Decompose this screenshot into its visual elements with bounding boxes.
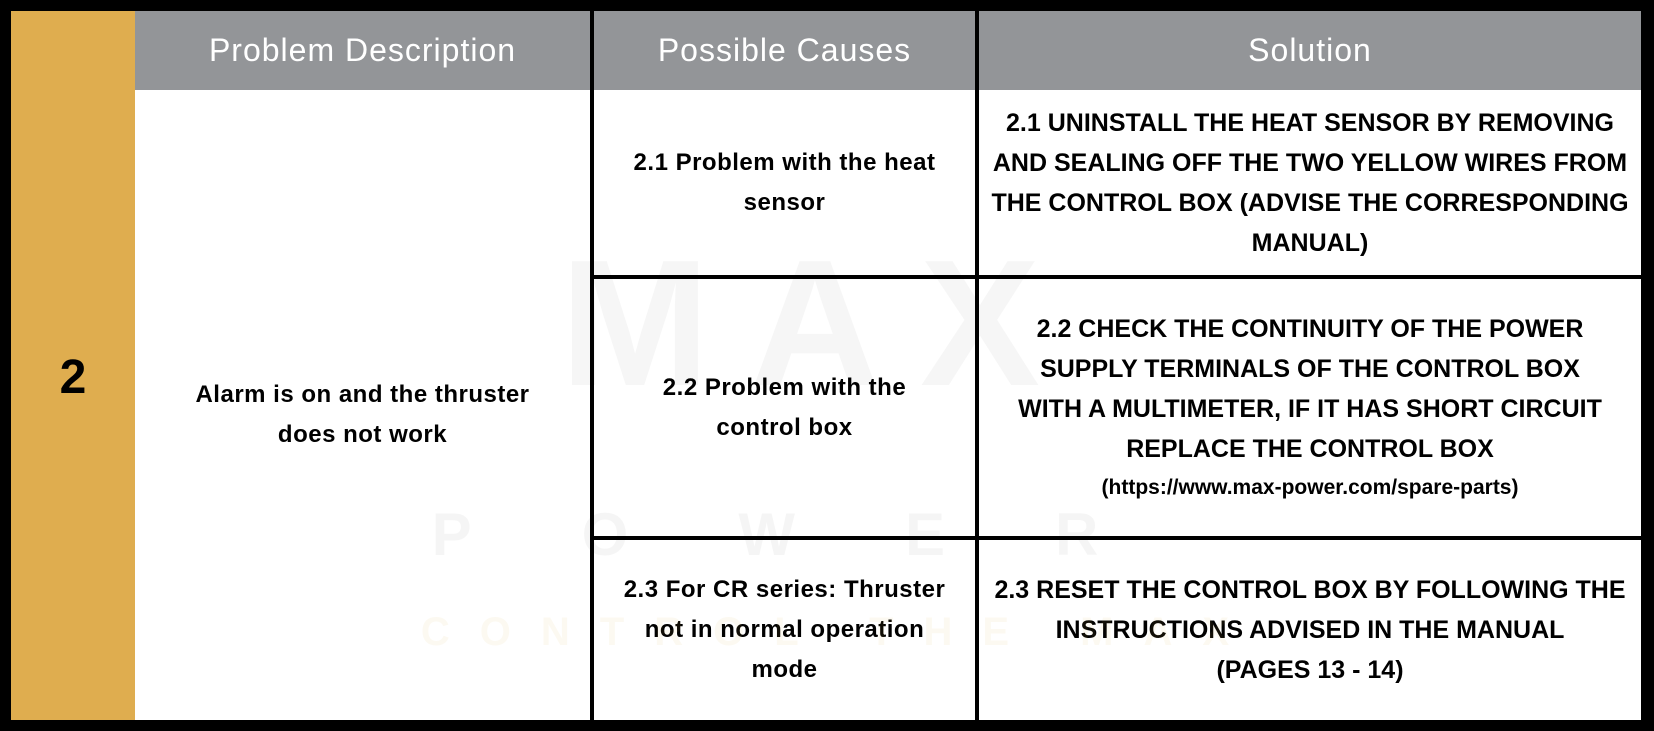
header-solution: Solution	[979, 11, 1641, 90]
header-possible-causes: Possible Causes	[594, 11, 975, 90]
solution-text: 2.3 RESET THE CONTROL BOX BY FOLLOWING T…	[994, 576, 1626, 644]
solution-cell: 2.1 UNINSTALL THE HEAT SENSOR BY REMOVIN…	[979, 90, 1641, 275]
cause-text: 2.3 For CR series: Thruster not in norma…	[623, 576, 946, 683]
solution-cell: 2.3 RESET THE CONTROL BOX BY FOLLOWING T…	[979, 540, 1641, 720]
solution-text: 2.1 UNINSTALL THE HEAT SENSOR BY REMOVIN…	[991, 108, 1629, 257]
solution-text: 2.2 CHECK THE CONTINUITY OF THE POWER SU…	[1018, 314, 1602, 463]
cause-cell: 2.2 Problem with the control box	[594, 279, 975, 536]
pages-note: (PAGES 13 - 14)	[1216, 656, 1404, 684]
cause-text: 2.1 Problem with the heat sensor	[633, 148, 936, 216]
cause-cell: 2.1 Problem with the heat sensor	[594, 90, 975, 275]
cause-text: 2.2 Problem with the control box	[662, 373, 907, 441]
row-number-cell: 2	[11, 11, 135, 720]
problem-description-cell: Alarm is on and the thruster does not wo…	[135, 90, 590, 720]
cause-cell: 2.3 For CR series: Thruster not in norma…	[594, 540, 975, 720]
header-problem-description: Problem Description	[135, 11, 590, 90]
solution-cell: 2.2 CHECK THE CONTINUITY OF THE POWER SU…	[979, 279, 1641, 536]
row-number: 2	[59, 351, 87, 404]
spare-parts-link[interactable]: (https://www.max-power.com/spare-parts)	[1101, 475, 1519, 499]
problem-text: Alarm is on and the thruster does not wo…	[195, 381, 530, 448]
